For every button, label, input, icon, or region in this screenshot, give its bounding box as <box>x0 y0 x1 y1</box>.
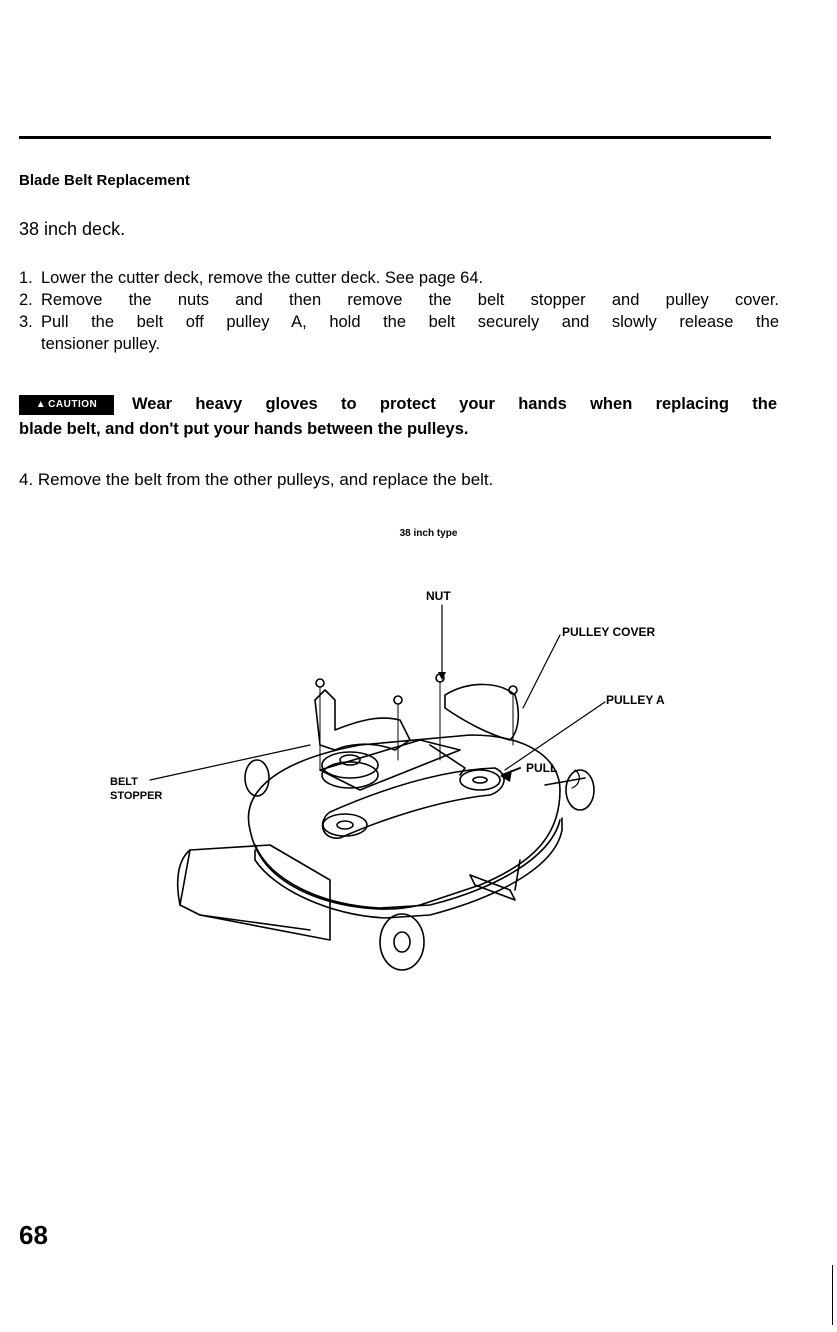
caution-text-line1: Wear heavy gloves to protect your hands … <box>132 395 777 413</box>
page-number: 68 <box>19 1220 48 1250</box>
caution-text-line2: blade belt, and don't put your hands bet… <box>19 420 469 438</box>
section-title: Blade Belt Replacement <box>19 172 190 189</box>
header-rule <box>19 136 771 139</box>
step-item: 3.Pull the belt off pulley A, hold the b… <box>19 313 779 331</box>
pulley-a-leader <box>504 701 606 771</box>
side-wheel-right <box>565 769 595 811</box>
warning-triangle-icon: ▲ <box>35 399 47 410</box>
nut-label: NUT <box>426 589 451 603</box>
caution-badge: ▲CAUTION <box>19 394 114 415</box>
pull-label: PULL <box>526 761 558 775</box>
front-wheel <box>379 913 425 971</box>
deck-shell <box>247 734 561 910</box>
pulley-cover-leader <box>522 634 561 709</box>
right-pulley <box>459 769 501 791</box>
belt-stopper <box>314 689 411 751</box>
stopper-label: STOPPER <box>110 790 163 802</box>
belt-stopper-leader <box>149 744 311 781</box>
figure-caption: 38 inch type <box>399 528 458 539</box>
belt-label: BELT <box>110 776 138 788</box>
pulley-cover-label: PULLEY COVER <box>562 625 656 639</box>
step-item: tensioner pulley. <box>41 335 160 353</box>
step-4: 4. Remove the belt from the other pulley… <box>19 470 494 489</box>
left-pulley <box>322 813 368 837</box>
deck-rim <box>254 819 561 909</box>
pulley-cover-shape <box>444 683 520 741</box>
caution-notice: ▲CAUTION Wear heavy gloves to protect yo… <box>19 392 777 442</box>
instruction-steps: 1.Lower the cutter deck, remove the cutt… <box>19 267 779 355</box>
deck-size-subtitle: 38 inch deck. <box>19 219 126 239</box>
pulley-a-label: PULLEY A <box>606 693 665 707</box>
scan-edge-line <box>832 1265 833 1325</box>
step-item: 1.Lower the cutter deck, remove the cutt… <box>19 269 484 287</box>
side-wheel-left <box>244 759 270 797</box>
discharge-chute <box>176 844 331 941</box>
step-item: 2.Remove the nuts and then remove the be… <box>19 291 779 309</box>
blade-belt <box>321 767 505 839</box>
center-pulley <box>321 761 379 789</box>
